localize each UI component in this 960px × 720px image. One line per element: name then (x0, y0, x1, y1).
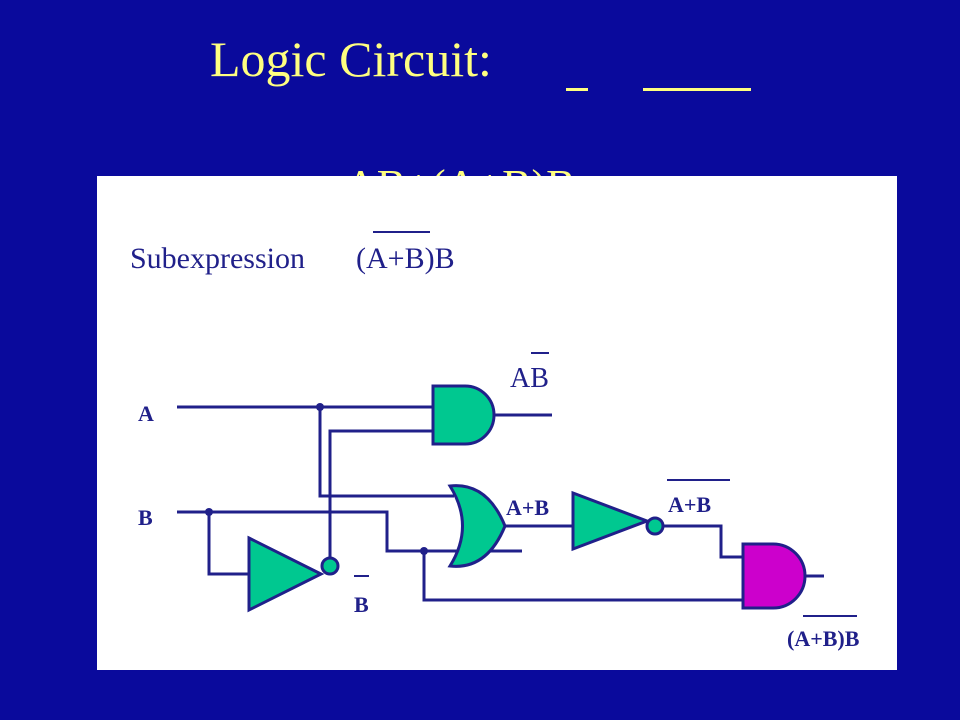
heading-prefix: Subexpression (130, 242, 305, 275)
input-a-label: A (138, 401, 154, 426)
not-or-output-label: A+B (668, 492, 711, 517)
slide-title: Logic Circuit: (210, 31, 492, 87)
and1-output-label: AB (510, 363, 549, 394)
input-b-label: B (138, 505, 153, 530)
not-b-label: B (354, 592, 369, 617)
title-overbar-long (643, 88, 751, 91)
wire-b-to-not (207, 512, 249, 576)
or-output-label: A+B (506, 495, 549, 520)
junction-b (205, 508, 213, 516)
and-gate-output (741, 542, 807, 610)
not-gate-b-bubble (320, 556, 340, 576)
title-overbar-short (566, 88, 588, 91)
wire-b (177, 510, 522, 553)
or-gate (447, 484, 507, 568)
junction-b-and2 (420, 547, 428, 555)
and-gate-top (431, 384, 496, 446)
heading-expression: (A+B)B (356, 242, 455, 275)
junction-a (316, 403, 324, 411)
wire-notb-up (328, 429, 433, 574)
wire-notor-to-and2 (664, 524, 743, 559)
not-gate-or-bubble (645, 516, 665, 536)
not-gate-b (247, 535, 325, 613)
circuit-panel: Subexpression (A+B)B (97, 176, 897, 670)
and2-output-label: (A+B)B (787, 626, 860, 651)
circuit-wires (177, 405, 824, 602)
wire-a-to-or (318, 407, 454, 498)
not-gate-or (571, 490, 652, 552)
wire-b-to-and2 (422, 551, 743, 602)
circuit-diagram: Subexpression (A+B)B (130, 231, 860, 651)
